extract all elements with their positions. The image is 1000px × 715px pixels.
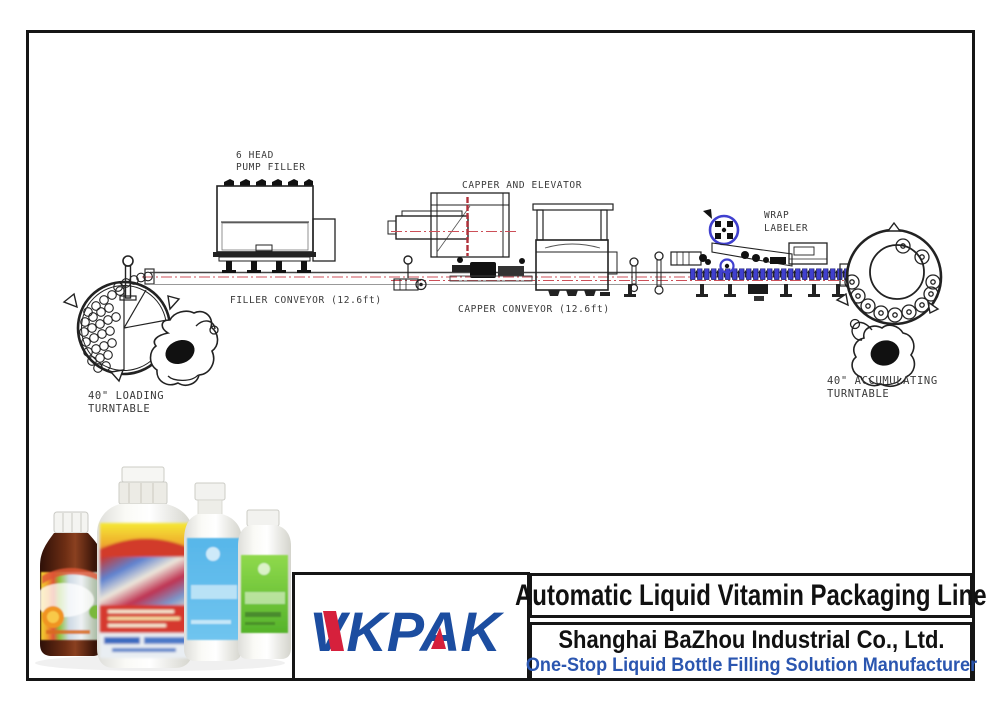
label-accumulating-turntable-2: TURNTABLE [827,388,889,400]
logo-red-a-accent [431,627,446,649]
product-photo [34,466,291,671]
label-pump-filler-1: 6 HEAD [236,150,274,161]
label-filler-conveyor: FILLER CONVEYOR (12.6ft) [230,295,382,306]
label-wrap-labeler-2: LABELER [764,223,808,234]
company-box: Shanghai BaZhou Industrial Co., Ltd. One… [525,622,977,681]
label-pump-filler-2: PUMP FILLER [236,162,306,173]
label-capper-conveyor: CAPPER CONVEYOR (12.6ft) [458,304,610,315]
company-name: Shanghai BaZhou Industrial Co., Ltd. [557,626,945,654]
operator-figure-loading [149,310,219,386]
title-box: Automatic Liquid Vitamin Packaging Line [515,573,987,618]
product-bottle-green-label [238,509,291,659]
vkpak-logo: VKPAK [309,600,504,663]
capper-elevator-drawing [387,192,664,296]
logo-box: VKPAK [292,572,530,681]
product-bottle-colorful [97,466,193,668]
product-bottle-amber [34,511,104,656]
product-bottle-blue-label [184,482,242,661]
vkpak-logo-text: VKPAK [309,600,504,663]
label-capper-elevator: CAPPER AND ELEVATOR [462,180,582,191]
label-wrap-labeler-1: WRAP [764,210,789,221]
accumulating-turntable-drawing [835,221,943,326]
company-tagline: One-Stop Liquid Bottle Filling Solution … [525,655,977,676]
label-loading-turntable-2: TURNTABLE [88,403,150,415]
pump-filler-drawing [213,179,336,273]
page-title: Automatic Liquid Vitamin Packaging Line [515,578,987,612]
label-loading-turntable-1: 40" LOADING [88,390,164,402]
operator-figure-accumulating [849,318,916,387]
wrap-labeler-drawing [670,209,828,274]
label-accumulating-turntable-1: 40" ACCUMULATING [827,375,938,387]
logo-red-v-stroke [323,611,344,651]
